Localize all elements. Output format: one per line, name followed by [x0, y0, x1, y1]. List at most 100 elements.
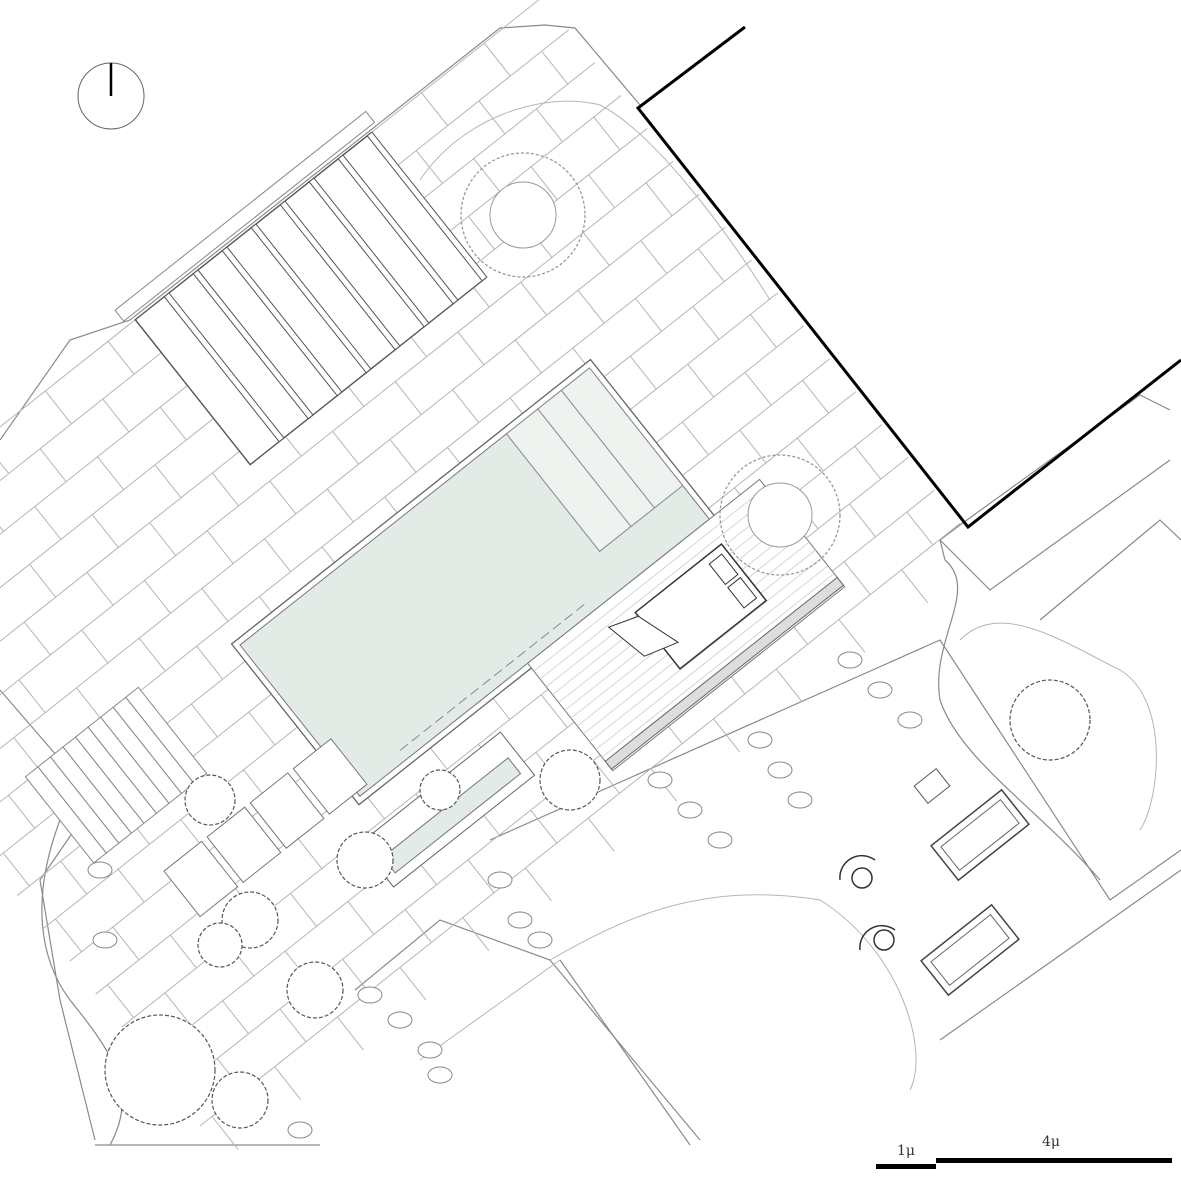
stepping-stone: [87, 861, 113, 879]
stepping-stone: [677, 801, 703, 819]
stepping-stone: [357, 986, 383, 1004]
paving-joint: [541, 50, 569, 85]
paved-terrace: [0, 0, 961, 1150]
stepping-pads: [163, 738, 368, 918]
paving-joint: [144, 580, 171, 614]
shrub: [539, 749, 601, 811]
lounge-furniture: [839, 767, 1030, 997]
paving-joint: [394, 381, 422, 415]
paving-joint: [838, 619, 866, 653]
paving-joint: [587, 817, 615, 852]
paving-joint: [713, 718, 741, 753]
shrub: [104, 1014, 216, 1126]
pergola-slat: [192, 269, 314, 420]
paving-joint: [697, 248, 725, 282]
paving-joint: [199, 522, 961, 1127]
paving-joint: [248, 711, 276, 746]
paving-joint: [117, 868, 145, 903]
building-outline: [635, 25, 1181, 530]
paving-joint: [201, 588, 229, 622]
paving-joint: [739, 429, 767, 464]
paving-joint: [415, 150, 443, 184]
paving-joint: [577, 289, 605, 324]
paving-joint: [525, 867, 552, 902]
paving-joint: [692, 306, 720, 340]
paving-joint: [97, 456, 124, 491]
paving-joint: [514, 339, 542, 374]
pergola-slat: [366, 131, 488, 282]
paving-joint: [535, 108, 563, 143]
deck-board: [539, 494, 773, 680]
paving-joint: [332, 430, 359, 465]
paving-joint: [18, 679, 46, 713]
paving-joint: [593, 760, 620, 794]
pool: [230, 358, 719, 806]
paving-joint: [540, 694, 568, 728]
paving-joint: [206, 530, 234, 564]
paving-joint: [421, 92, 448, 127]
paving-joint: [190, 703, 218, 738]
stepping-stones: [87, 651, 923, 1139]
scale-label-short: 1μ: [897, 1143, 915, 1159]
paving-joint: [39, 448, 67, 482]
paving-joint: [483, 42, 511, 77]
stepping-stone: [92, 931, 118, 949]
stepping-pad: [292, 738, 368, 815]
paving-joint: [107, 984, 135, 1018]
stepping-stone: [647, 771, 673, 789]
paving-joint: [29, 563, 57, 598]
paving-joint: [468, 216, 495, 250]
tree-planters: [460, 152, 841, 576]
stepping-stone: [507, 911, 533, 929]
paving-joint: [60, 860, 88, 895]
stepping-stone: [487, 871, 513, 889]
deck-board: [595, 565, 829, 750]
paving-joint: [13, 737, 41, 771]
paving-joint: [462, 917, 490, 951]
stepping-stone: [387, 1011, 413, 1029]
paving-joint: [843, 561, 871, 595]
paving-joint: [530, 809, 558, 844]
paving-joint: [478, 100, 506, 135]
paving-joint: [112, 926, 140, 961]
paving-joint: [901, 569, 929, 603]
paving-joint: [629, 355, 657, 390]
shrub: [211, 1071, 269, 1129]
paving-joint: [159, 406, 187, 441]
shrub: [336, 831, 394, 889]
paving-joint: [264, 538, 292, 572]
shrubs: [104, 679, 1091, 1129]
stepping-stone: [417, 1041, 443, 1059]
pergola: [114, 110, 488, 466]
pergola-slat: [308, 177, 430, 328]
paving-joint: [347, 901, 375, 935]
shrub: [419, 769, 461, 811]
paving-joint: [295, 835, 323, 869]
paving-joint: [290, 893, 317, 927]
paving-joint: [279, 1008, 307, 1043]
deck-board: [589, 557, 822, 743]
paving-joint: [467, 859, 495, 894]
paving-joint: [473, 158, 501, 192]
deck-board: [601, 573, 835, 758]
pergola-slat: [163, 292, 285, 443]
paving-joint: [457, 331, 485, 366]
paving-joint: [687, 363, 715, 398]
pergola-slat: [279, 200, 401, 351]
paving-joint: [389, 439, 417, 473]
scale-label-long: 4μ: [1042, 1134, 1060, 1150]
paving-joint: [8, 794, 36, 829]
paving-joint: [0, 193, 700, 798]
north-arrow-icon: [77, 62, 145, 130]
paving-joint: [682, 421, 709, 456]
paving-joint: [530, 166, 558, 200]
stepping-stone: [867, 681, 893, 699]
stepping-stone: [767, 761, 793, 779]
paving-joint: [645, 182, 673, 217]
paving-joint: [635, 298, 662, 332]
stepping-pad: [206, 806, 282, 884]
stepping-pad: [163, 840, 239, 918]
shrub: [1009, 679, 1091, 761]
paving-joint: [222, 1000, 249, 1035]
paving-joint: [274, 1066, 302, 1100]
